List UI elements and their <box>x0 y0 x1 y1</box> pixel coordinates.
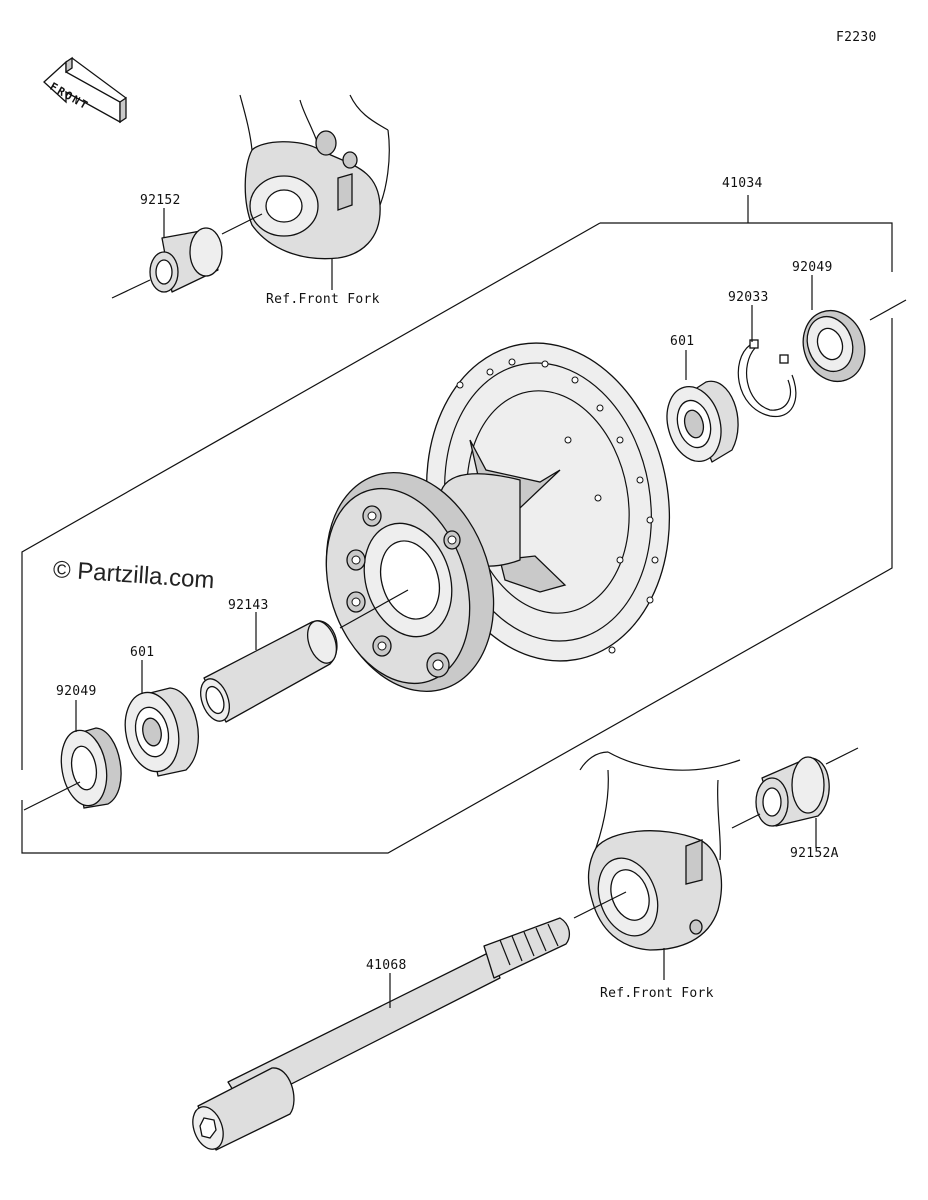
part-label-92049-left[interactable]: 92049 <box>56 684 97 699</box>
spacer <box>200 612 338 723</box>
figure-code: F2230 <box>836 30 877 45</box>
ref-front-fork-upper: Ref.Front Fork <box>266 292 380 307</box>
part-label-92049-right[interactable]: 92049 <box>792 260 833 275</box>
hub-assembly-bracket <box>21 195 893 854</box>
ref-front-fork-lower: Ref.Front Fork <box>600 986 714 1001</box>
collar-left <box>111 208 263 299</box>
front-arrow-icon <box>43 56 127 124</box>
part-label-92152A[interactable]: 92152A <box>790 846 839 861</box>
part-label-601-right[interactable]: 601 <box>670 334 695 349</box>
collar-right <box>731 747 859 848</box>
bearing-left <box>124 660 200 777</box>
oil-seal-left <box>23 700 122 811</box>
part-label-41034[interactable]: 41034 <box>722 176 763 191</box>
lower-front-fork <box>579 751 741 980</box>
bearing-right <box>666 350 739 463</box>
upper-front-fork <box>239 94 390 290</box>
part-label-601-left[interactable]: 601 <box>130 645 155 660</box>
part-label-92033[interactable]: 92033 <box>728 290 769 305</box>
hub-flange <box>325 472 495 692</box>
axle <box>192 891 627 1151</box>
part-label-92143[interactable]: 92143 <box>228 598 269 613</box>
part-label-41068[interactable]: 41068 <box>366 958 407 973</box>
part-label-92152[interactable]: 92152 <box>140 193 181 208</box>
circlip <box>737 305 797 418</box>
oil-seal-right <box>802 275 907 383</box>
